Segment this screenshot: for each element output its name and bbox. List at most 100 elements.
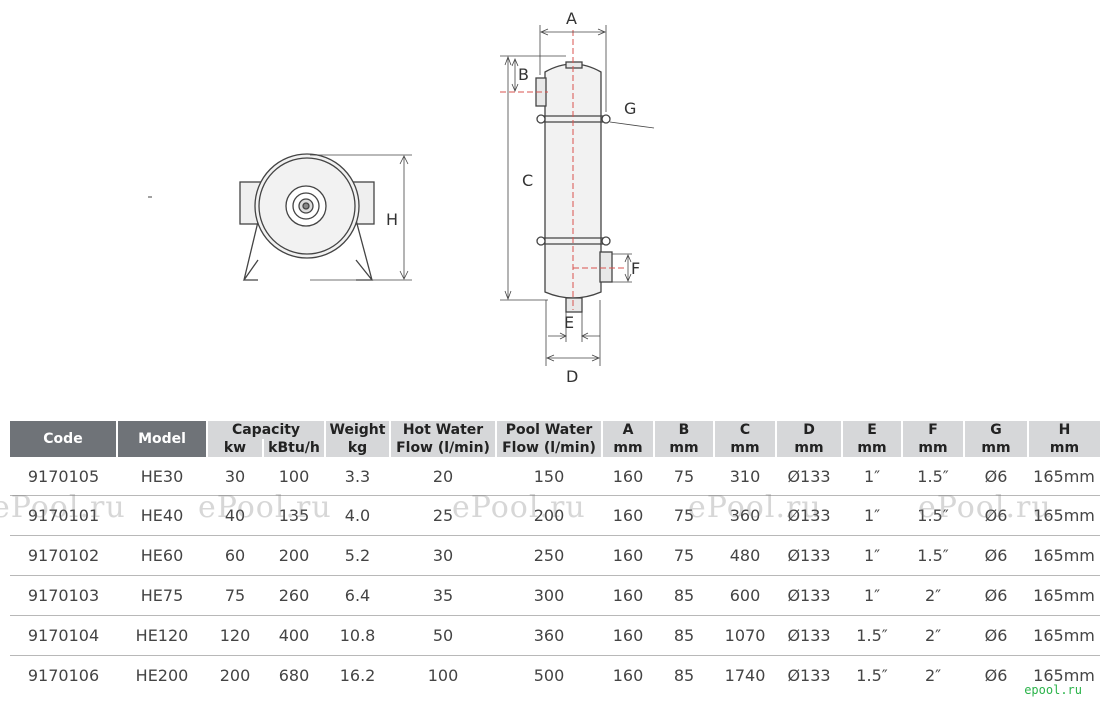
header-hot-water-unit: Flow (l/min) xyxy=(390,439,498,457)
cell-pool-water: 360 xyxy=(496,615,603,656)
cell-f: 1.5″ xyxy=(902,535,965,576)
header-b: B xyxy=(654,421,716,439)
cell-model: HE120 xyxy=(117,615,207,656)
cell-model: HE75 xyxy=(117,575,207,616)
cell-c: 310 xyxy=(714,457,777,496)
cell-model: HE60 xyxy=(117,535,207,576)
center-lines xyxy=(500,30,625,310)
spec-table: Code Model Capacity Weight Hot Water Poo… xyxy=(10,421,1100,695)
cell-hot-water: 50 xyxy=(390,615,497,656)
header-h: H xyxy=(1028,421,1100,439)
cell-d: Ø133 xyxy=(787,666,831,685)
cell-f: 1.5″ xyxy=(902,457,965,496)
watermark: ePool.ru xyxy=(198,490,332,525)
cell-weight: 16.2 xyxy=(339,666,376,685)
cell-f: 2″ xyxy=(902,575,965,616)
cell-a: 160 xyxy=(602,615,655,656)
label-c: C xyxy=(522,171,533,190)
cell-kbtu: 135 xyxy=(263,495,326,536)
header-h-unit: mm xyxy=(1028,439,1100,457)
cell-weight: 6.4 xyxy=(325,575,391,616)
cell-model: HE200 xyxy=(135,666,189,685)
header-pool-water-unit: Flow (l/min) xyxy=(496,439,604,457)
cell-weight: 10.8 xyxy=(325,615,391,656)
cell-d: Ø133 xyxy=(776,575,843,616)
cell-e: 1″ xyxy=(842,457,903,496)
cell-b: 85 xyxy=(654,615,715,656)
header-weight-unit: kg xyxy=(325,439,392,457)
side-view xyxy=(535,61,613,313)
cell-kw: 120 xyxy=(207,615,263,656)
cell-f: 2″ xyxy=(902,615,965,656)
cell-c: 360 xyxy=(714,495,777,536)
cell-a: 160 xyxy=(602,575,655,616)
cell-hot-water: 25 xyxy=(390,495,497,536)
cell-g: Ø6 xyxy=(964,495,1029,536)
cell-e: 1″ xyxy=(842,575,903,616)
cell-a: 160 xyxy=(602,457,655,496)
cell-pool-water: 150 xyxy=(496,457,603,496)
cell-hot-water: 100 xyxy=(427,666,459,685)
cell-pool-water: 200 xyxy=(496,495,603,536)
header-capacity-kbtu: kBtu/h xyxy=(263,439,327,457)
cell-code: 9170106 xyxy=(27,666,100,685)
header-weight: Weight xyxy=(325,421,392,439)
cell-e: 1.5″ xyxy=(842,615,903,656)
cell-code: 9170105 xyxy=(10,457,117,496)
cell-c: 1070 xyxy=(714,615,777,656)
cell-c: 600 xyxy=(714,575,777,616)
cell-e: 1″ xyxy=(842,535,903,576)
site-logo: epool.ru xyxy=(1024,683,1082,697)
cell-b: 85 xyxy=(654,575,715,616)
cell-a: 160 xyxy=(612,666,644,685)
technical-drawing: H xyxy=(148,9,655,386)
header-a-unit: mm xyxy=(602,439,656,457)
cell-e: 1.5″ xyxy=(856,666,888,685)
header-capacity: Capacity xyxy=(207,421,327,439)
cell-kw: 75 xyxy=(207,575,263,616)
cell-g: Ø6 xyxy=(964,535,1029,576)
watermark: ePool.ru xyxy=(918,490,1052,525)
header-capacity-kw: kw xyxy=(207,439,264,457)
cell-hot-water: 30 xyxy=(390,535,497,576)
cell-pool-water: 500 xyxy=(533,666,565,685)
cell-h: 165mm xyxy=(1028,535,1100,576)
cell-h: 165mm xyxy=(1033,666,1095,685)
cell-h: 165mm xyxy=(1028,457,1100,496)
label-e: E xyxy=(564,313,574,332)
label-b: B xyxy=(518,65,529,84)
watermark: ePool.ru xyxy=(0,490,126,525)
cell-f: 2″ xyxy=(924,666,942,685)
cell-code: 9170101 xyxy=(10,495,117,536)
end-view xyxy=(148,153,412,281)
header-model: Model xyxy=(117,421,208,457)
header-c: C xyxy=(714,421,778,439)
header-g: G xyxy=(964,421,1030,439)
header-f-unit: mm xyxy=(902,439,966,457)
cell-h: 165mm xyxy=(1028,495,1100,536)
cell-g: Ø6 xyxy=(984,666,1008,685)
cell-a: 160 xyxy=(602,535,655,576)
cell-c: 1740 xyxy=(724,666,766,685)
label-f: F xyxy=(631,259,640,278)
cell-g: Ø6 xyxy=(964,575,1029,616)
cell-kbtu: 400 xyxy=(263,615,326,656)
label-d: D xyxy=(566,367,578,386)
label-h: H xyxy=(386,210,398,229)
cell-b: 85 xyxy=(673,666,695,685)
cell-kw: 40 xyxy=(207,495,263,536)
cell-b: 75 xyxy=(654,495,715,536)
cell-kw: 60 xyxy=(207,535,263,576)
cell-b: 75 xyxy=(654,457,715,496)
cell-model: HE30 xyxy=(117,457,207,496)
header-d-unit: mm xyxy=(776,439,844,457)
header-b-unit: mm xyxy=(654,439,716,457)
cell-kw: 30 xyxy=(207,457,263,496)
cell-h: 165mm xyxy=(1028,615,1100,656)
cell-a: 160 xyxy=(602,495,655,536)
header-d: D xyxy=(776,421,844,439)
